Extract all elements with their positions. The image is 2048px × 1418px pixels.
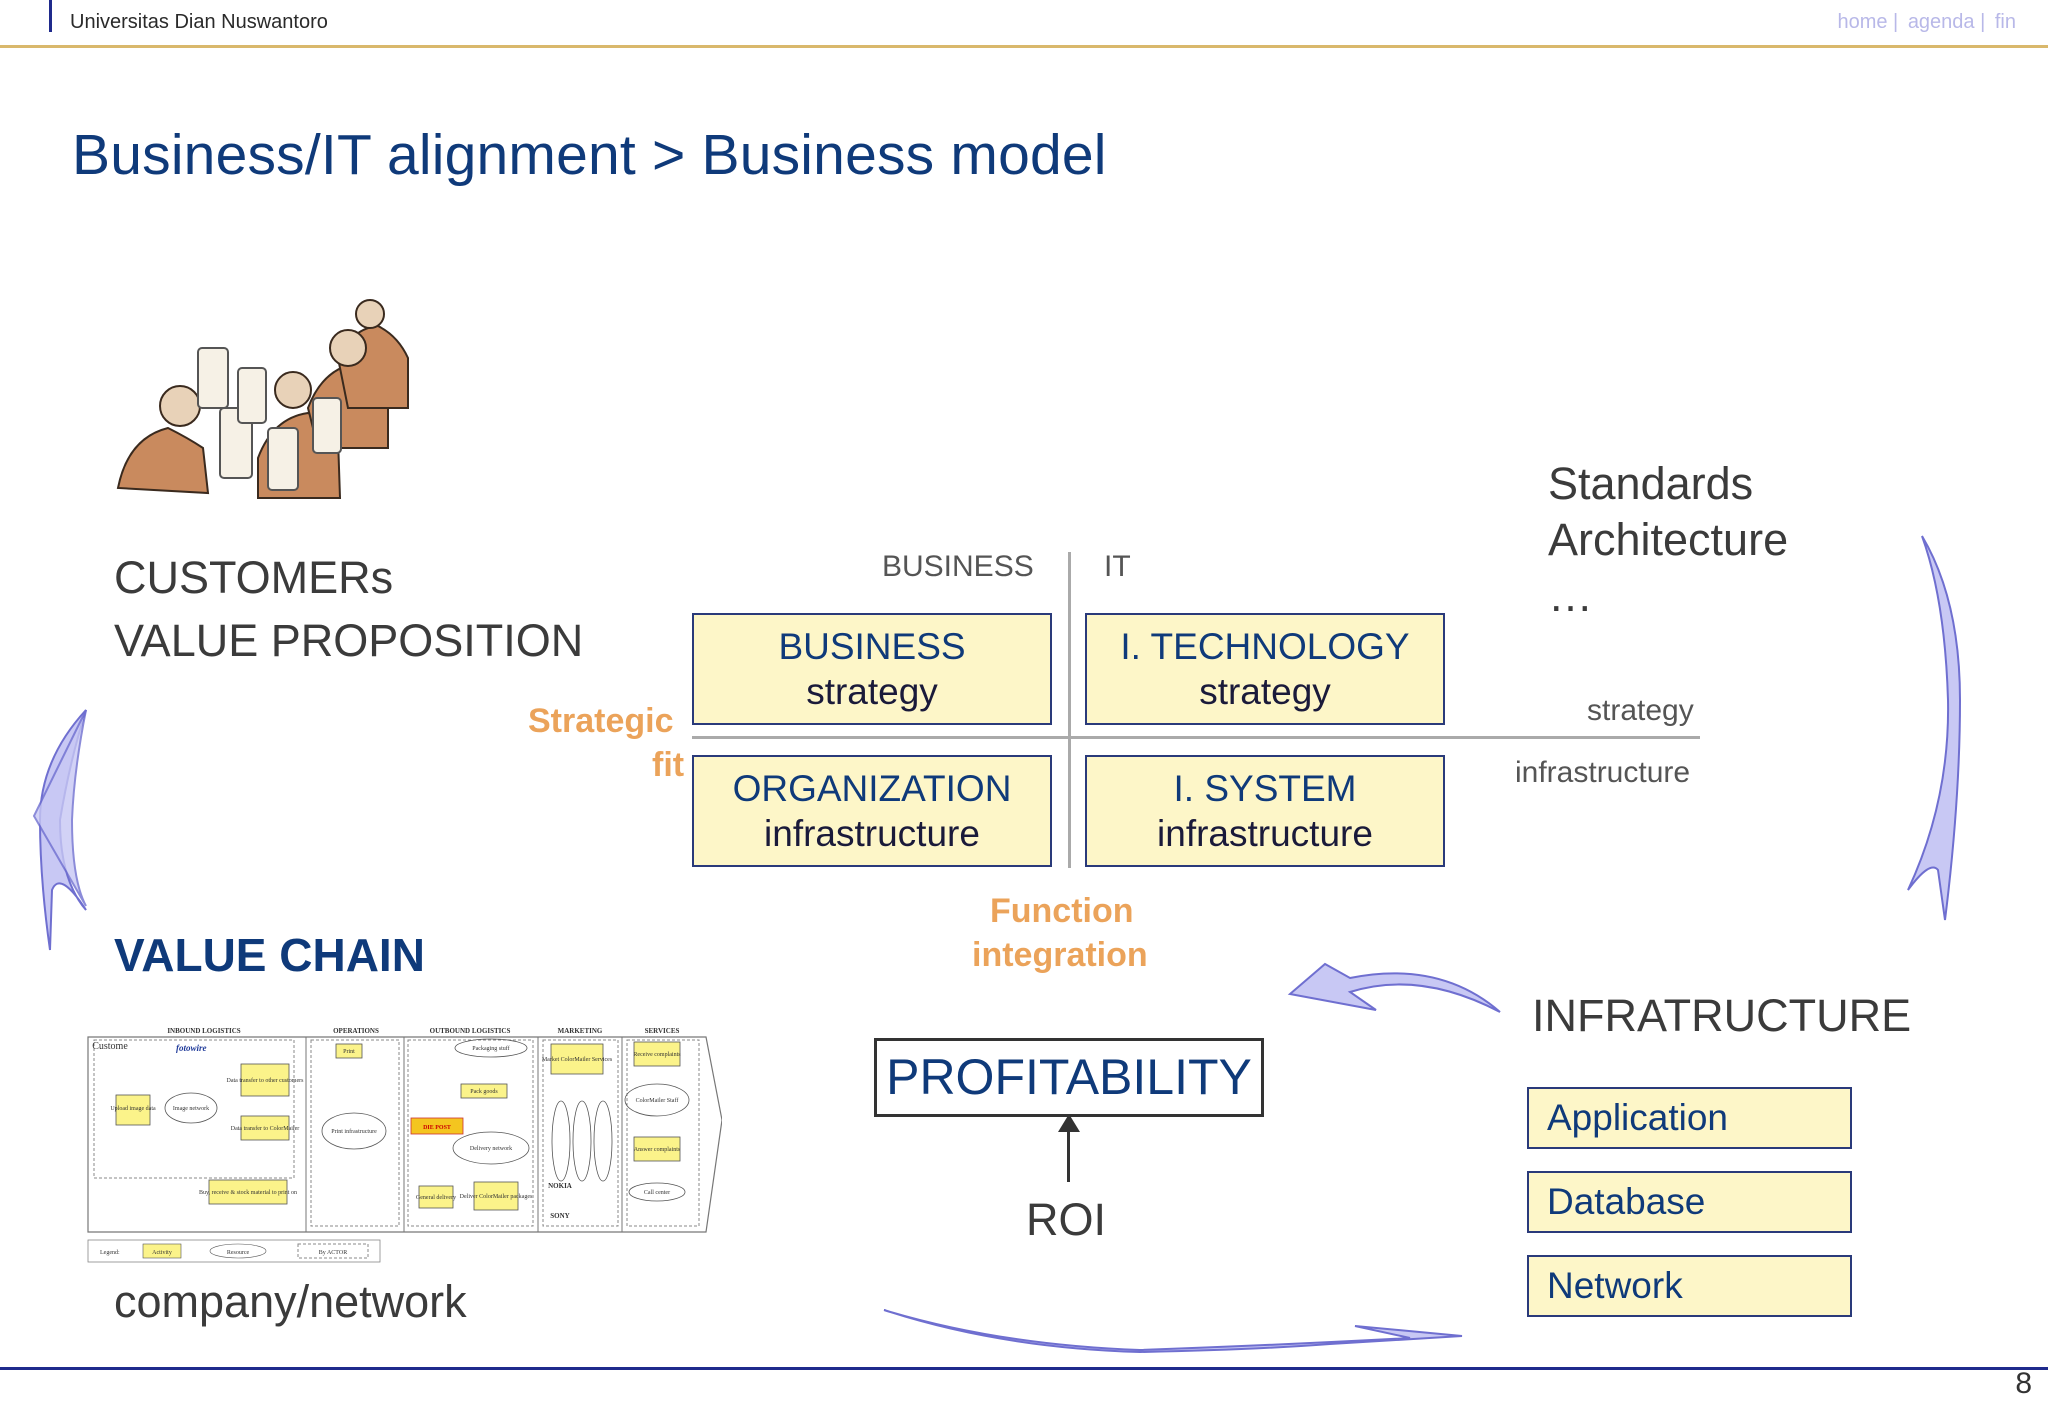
vc-box-delivery-net: Delivery network: [470, 1146, 512, 1152]
cell-system-title: I. SYSTEM: [1173, 768, 1357, 809]
header-org-name: Universitas Dian Nuswantoro: [70, 11, 328, 33]
roi-arrow-head: [1058, 1114, 1080, 1132]
page-number: 8: [2015, 1367, 2032, 1400]
cell-organization-title: ORGANIZATION: [732, 768, 1012, 809]
vc-legend-title: Legend:: [100, 1250, 120, 1256]
cell-business-strategy-title: BUSINESS: [778, 626, 966, 667]
vc-box-diepost: DIE POST: [423, 1125, 451, 1131]
header-accent-bar: [49, 0, 52, 32]
infra-application: Application: [1527, 1087, 1852, 1149]
matrix-col-it: IT: [1104, 550, 1131, 583]
value-proposition-label: VALUE PROPOSITION: [114, 615, 584, 666]
vc-box-market: Market ColorMailer Services: [542, 1057, 613, 1063]
cell-technology-strategy: I. TECHNOLOGY strategy: [1085, 613, 1445, 725]
function-integration-label-2: integration: [972, 936, 1148, 974]
value-chain-heading: VALUE CHAIN: [114, 929, 425, 981]
cell-technology-strategy-title: I. TECHNOLOGY: [1120, 626, 1410, 667]
matrix-vertical-line: [1068, 552, 1071, 868]
vc-col-inbound: INBOUND LOGISTICS: [167, 1027, 240, 1035]
vc-legend-actor: By ACTOR: [319, 1250, 347, 1256]
vc-col-services: SERVICES: [645, 1027, 680, 1035]
roi-arrow-shaft: [1067, 1120, 1070, 1182]
cell-organization-infrastructure: ORGANIZATION infrastructure: [692, 755, 1052, 867]
vc-box-packaging: Packaging stuff: [472, 1045, 509, 1052]
vc-col-marketing: MARKETING: [558, 1027, 603, 1035]
vc-box-receive: Receive complaints: [633, 1052, 681, 1058]
matrix-row-strategy: strategy: [1587, 694, 1694, 727]
top-right-arrow: [1287, 962, 1501, 1013]
roi-label: ROI: [1026, 1194, 1107, 1245]
vc-col-outbound: OUTBOUND LOGISTICS: [430, 1027, 511, 1035]
infra-database: Database: [1527, 1171, 1852, 1233]
vc-box-general-delivery: General delivery: [416, 1195, 456, 1201]
value-chain-diagram: INBOUND LOGISTICS OPERATIONS OUTBOUND LO…: [87, 1027, 722, 1263]
header-nav: home | agenda | fin: [1835, 11, 2018, 34]
right-curved-arrow: [1907, 535, 1962, 921]
standards-line2: Architecture: [1548, 514, 1789, 565]
vc-box-pack: Pack goods: [470, 1089, 498, 1095]
cell-business-strategy-sub: strategy: [806, 671, 938, 712]
company-network-label: company/network: [114, 1276, 467, 1327]
slide-title: Business/IT alignment > Business model: [72, 123, 1107, 187]
infra-network: Network: [1527, 1255, 1852, 1317]
strategic-fit-label-2: fit: [652, 746, 685, 784]
strategic-fit-label-1: Strategic: [528, 702, 674, 740]
vc-box-answer: Answer complaints: [634, 1147, 681, 1153]
matrix-row-infrastructure: infrastructure: [1515, 756, 1691, 789]
vc-box-fotowire: fotowire: [176, 1043, 207, 1053]
vc-box-call-center: Call center: [644, 1190, 670, 1196]
vc-box-transfer-cm: Data transfer to ColorMailer: [231, 1125, 299, 1132]
nav-fin-link[interactable]: fin: [1994, 11, 2016, 33]
left-arrow-head: [32, 709, 87, 907]
vc-box-buy: Buy, receive & stock material to print o…: [199, 1190, 297, 1196]
cell-technology-strategy-sub: strategy: [1199, 671, 1331, 712]
header-divider: [0, 45, 2048, 48]
standards-line1: Standards: [1548, 458, 1754, 509]
cell-organization-sub: infrastructure: [764, 813, 980, 854]
nav-agenda-link[interactable]: agenda |: [1907, 11, 1986, 33]
bottom-curved-arrow: [883, 1309, 1463, 1354]
standards-ellipsis: …: [1548, 570, 1593, 621]
vc-box-customer: Custome: [92, 1041, 128, 1052]
cell-system-infrastructure: I. SYSTEM infrastructure: [1085, 755, 1445, 867]
matrix-horizontal-line: [692, 736, 1700, 739]
customers-clipart: [116, 299, 409, 499]
vc-box-sony: SONY: [550, 1212, 569, 1220]
vc-box-image-network: Image network: [173, 1106, 209, 1112]
vc-legend-activity: Activity: [152, 1250, 172, 1256]
vc-box-deliver-cm: Deliver ColorMailer packages: [460, 1194, 533, 1200]
footer-divider: [0, 1367, 2048, 1370]
cell-system-sub: infrastructure: [1157, 813, 1373, 854]
vc-box-cm-staff: ColorMailer Staff: [636, 1097, 679, 1104]
matrix-col-business: BUSINESS: [882, 550, 1034, 583]
vc-box-print: Print: [343, 1049, 355, 1055]
vc-box-transfer-other: Data transfer to other customers: [227, 1077, 305, 1084]
vc-box-nokia: NOKIA: [548, 1182, 572, 1190]
vc-col-operations: OPERATIONS: [333, 1027, 379, 1035]
vc-box-upload: Upload image data: [110, 1106, 156, 1112]
cell-business-strategy: BUSINESS strategy: [692, 613, 1052, 725]
function-integration-label-1: Function: [990, 892, 1134, 930]
vc-legend-resource: Resource: [227, 1250, 250, 1256]
customers-label: CUSTOMERs: [114, 552, 394, 603]
vc-box-print-infra: Print infrastructure: [331, 1128, 377, 1135]
infrastructure-heading: INFRATRUCTURE: [1532, 990, 1912, 1041]
nav-home-link[interactable]: home |: [1837, 11, 1899, 33]
